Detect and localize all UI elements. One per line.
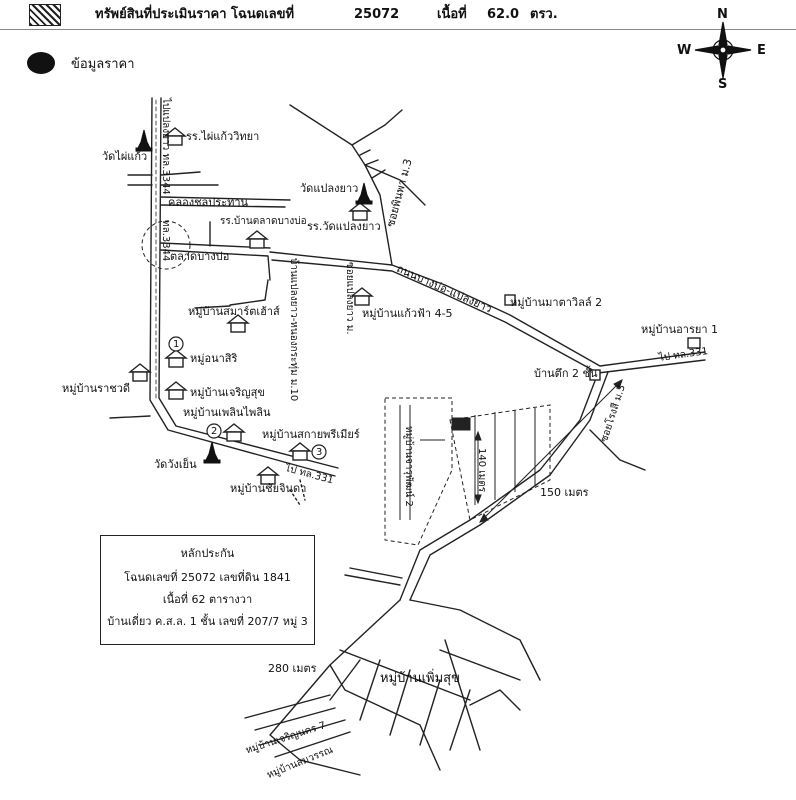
house-icon bbox=[256, 466, 280, 485]
label-road-small: ซอยแปลงยาว ม. bbox=[344, 262, 355, 335]
label-mu-smart: หมู่บ้านสมาร์ตเฮ้าส์ bbox=[188, 305, 280, 318]
label-dist-150: 150 เมตร bbox=[540, 486, 589, 499]
header-area-label: เนื้อที่ bbox=[437, 7, 467, 22]
temple-icons bbox=[135, 129, 373, 464]
label-mu-sakai: หมู่บ้านสกายพรีเมียร์ bbox=[262, 428, 360, 441]
collateral-info-box: หลักประกัน โฉนดเลขที่ 25072 เลขที่ดิน 18… bbox=[100, 535, 315, 645]
label-mu-charoensuk: หมู่บ้านเจริญสุข bbox=[190, 386, 265, 399]
temple-icon bbox=[203, 441, 221, 464]
building-icon bbox=[504, 294, 516, 306]
label-soi-prop: หมู่บ้านจารุพัฒน์ 2 bbox=[403, 426, 414, 507]
label-mu-anasiri: หมู่อนาสิริ bbox=[190, 352, 238, 365]
house-icon bbox=[164, 381, 188, 400]
talat-bangbo-circle bbox=[141, 220, 191, 270]
label-dist-280: 280 เมตร bbox=[268, 662, 317, 675]
label-wat-phaikaew: วัดไผ่แก้ว bbox=[102, 150, 148, 163]
house-icon bbox=[163, 127, 187, 146]
label-rr-talat: รร.บ้านตลาดบางบ่อ bbox=[220, 216, 307, 227]
legend-price-info: ข้อมูลราคา bbox=[71, 57, 135, 72]
header-divider bbox=[0, 29, 796, 30]
marker-1-label: 1 bbox=[173, 339, 180, 350]
house-icon bbox=[350, 287, 374, 306]
house-icon bbox=[222, 423, 246, 442]
label-ban-tuk: บ้านตึก 2 ชั้น bbox=[534, 367, 598, 380]
compass-w: W bbox=[677, 43, 692, 58]
house-icon bbox=[128, 363, 152, 382]
temple-icon bbox=[355, 182, 373, 205]
header-area-unit: ตรว. bbox=[530, 7, 558, 22]
label-rr-phaikaew: รร.ไผ่แก้ววิทยา bbox=[186, 130, 260, 143]
house-icon bbox=[348, 202, 372, 221]
label-mu-phoemsuk: หมู่บ้านเพิ่มสุข bbox=[380, 671, 460, 686]
price-info-legend-dot-icon bbox=[27, 52, 55, 74]
building-icon bbox=[687, 337, 701, 349]
house-icon bbox=[288, 442, 312, 461]
label-rr-wat-plaeng: รร.วัดแปลงยาว bbox=[307, 220, 381, 233]
temple-icon bbox=[135, 129, 153, 152]
marker-3-label: 3 bbox=[316, 447, 323, 458]
label-mu-phloen: หมู่บ้านเพลินไพลิน bbox=[183, 406, 271, 419]
dimension-arrows bbox=[474, 379, 623, 523]
label-mu-mata: หมู่บ้านมาตาวิลล์ 2 bbox=[510, 296, 603, 309]
header-deed-no: 25072 bbox=[354, 7, 400, 22]
compass-e: E bbox=[757, 43, 766, 58]
marker-2 bbox=[206, 423, 222, 439]
collateral-line1: โฉนดเลขที่ 25072 เลขที่ดิน 1841 bbox=[124, 571, 291, 584]
hatch-legend-swatch bbox=[29, 4, 61, 26]
marker-1 bbox=[168, 336, 184, 352]
label-wat-wangyen: วัดวังเย็น bbox=[154, 458, 197, 471]
label-mu-chaijinda: หมู่บ้านชัยจินดา bbox=[230, 482, 307, 495]
label-mu-kaewfa: หมู่บ้านแก้วฟ้า 4-5 bbox=[362, 307, 453, 320]
house-icon bbox=[245, 230, 269, 249]
house-icons bbox=[128, 127, 701, 485]
label-wat-plaeng: วัดแปลงยาว bbox=[300, 182, 359, 195]
collateral-line3: บ้านเดี่ยว ค.ส.ล. 1 ชั้น เลขที่ 207/7 หม… bbox=[107, 615, 308, 628]
compass-s: S bbox=[718, 77, 728, 92]
label-road-3344: ทล.3344 bbox=[160, 220, 171, 262]
marker-2-label: 2 bbox=[211, 426, 218, 437]
house-icon bbox=[226, 314, 250, 333]
label-road-left-vert: ไปแปลงยาว ทล.3344 bbox=[160, 98, 171, 195]
house-icon bbox=[164, 349, 188, 368]
header-label: ทรัพย์สินที่ประเมินราคา โฉนดเลขที่ bbox=[95, 7, 295, 22]
header-area-value: 62.0 bbox=[487, 7, 520, 22]
compass-rose-icon bbox=[694, 21, 752, 79]
label-talat-bangbo: ตลาดบางบ่อ bbox=[170, 250, 230, 263]
compass-n: N bbox=[717, 7, 728, 22]
project-lots bbox=[384, 397, 551, 546]
building-icon bbox=[589, 369, 601, 381]
collateral-title: หลักประกัน bbox=[180, 547, 235, 560]
label-mu-arya: หมู่บ้านอารยา 1 bbox=[641, 323, 718, 336]
marker-3 bbox=[311, 444, 327, 460]
map-header: ทรัพย์สินที่ประเมินราคา โฉนดเลขที่ 25072… bbox=[0, 0, 796, 32]
label-mu-rachawadee: หมู่บ้านราชวดี bbox=[62, 382, 131, 395]
number-markers bbox=[168, 336, 327, 460]
label-road-nongkhok: บ้านแปลงยาว-หนองกระทุ่ม ม.10 bbox=[288, 258, 299, 402]
collateral-line2: เนื้อที่ 62 ตารางวา bbox=[162, 593, 253, 606]
label-khlong: คลองชลประทาน bbox=[168, 196, 249, 209]
label-dist-140: 140 เมตร bbox=[476, 448, 487, 493]
